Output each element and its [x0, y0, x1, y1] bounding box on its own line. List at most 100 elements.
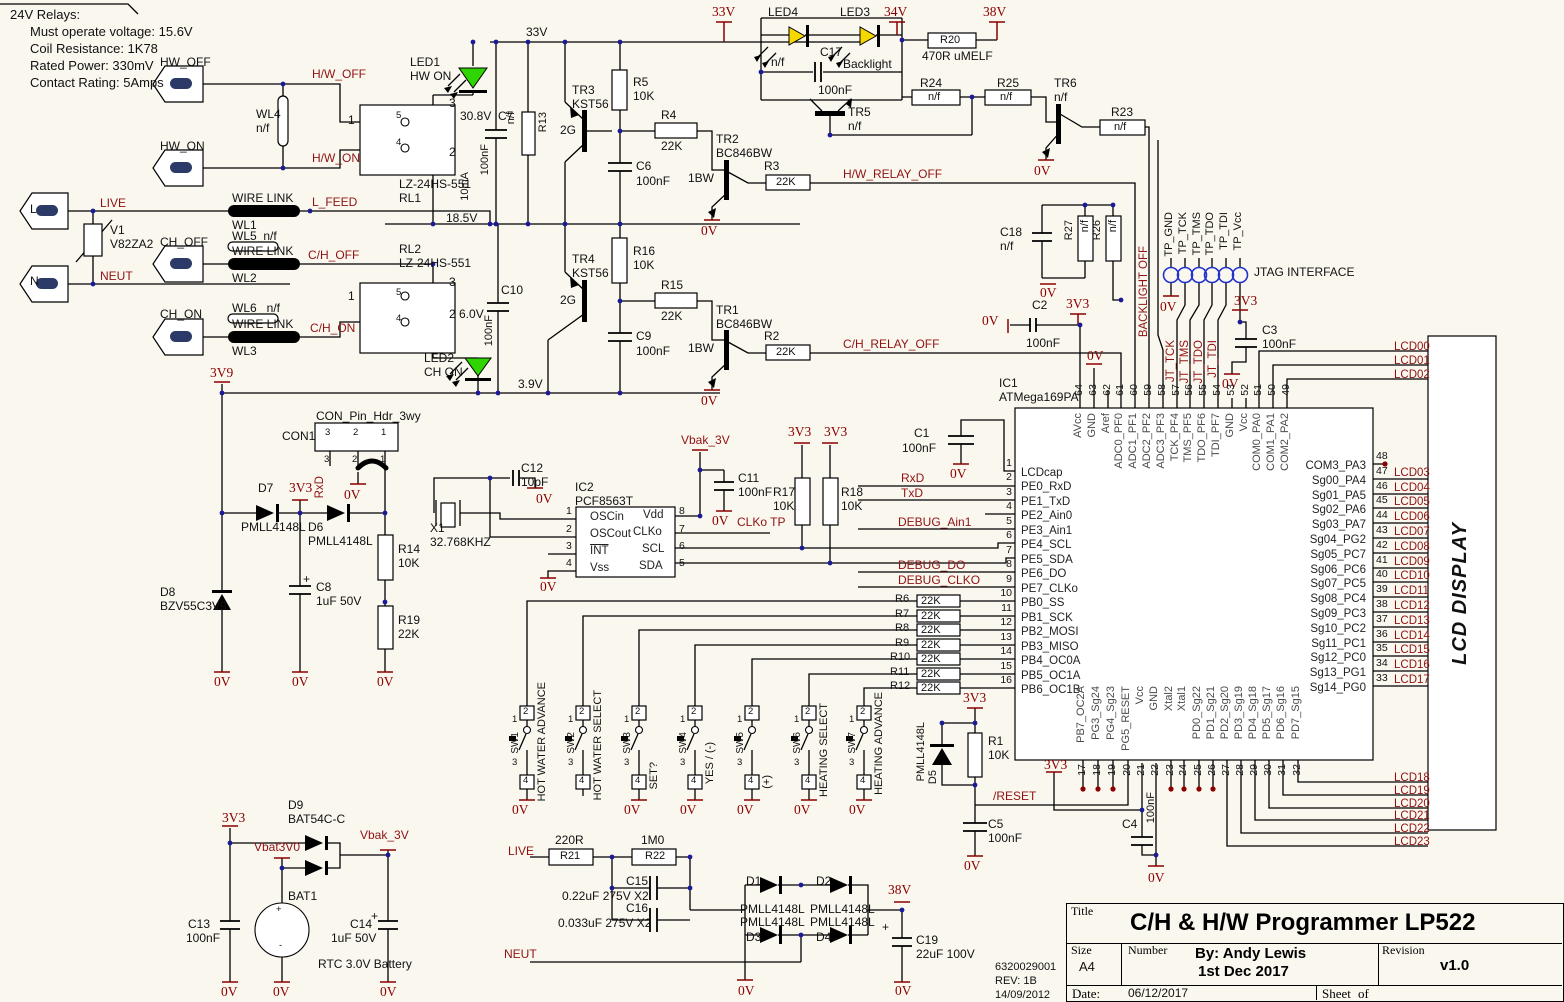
label-c-h-on: C/H_ON: [310, 321, 356, 335]
ic1-pin-number: 21: [1135, 764, 1147, 776]
date-value: 06/12/2017: [1128, 986, 1189, 1000]
ic1-pin-name: PE4_SCL: [1021, 539, 1072, 551]
label-3: 3: [512, 757, 518, 768]
label-0v: 0V: [292, 674, 309, 689]
ic1-pin-number: 17: [1076, 764, 1088, 776]
label-2: 2: [805, 706, 811, 717]
net-label-lcd18: LCD18: [1394, 772, 1430, 784]
junction-dot: [939, 720, 945, 726]
label-2: 2: [860, 706, 866, 717]
label-neut: NEUT: [504, 947, 537, 961]
label-: (+): [761, 775, 773, 789]
label-ch-on: CH ON: [424, 365, 463, 379]
ic1-pin-name: Sg07_PC5: [1310, 578, 1366, 590]
ic1-pin-name: Sg06_PC6: [1310, 564, 1366, 576]
sw6-pin4: [801, 774, 817, 790]
ic1-pin-number: 47: [1376, 465, 1388, 477]
label-3: 3: [849, 757, 855, 768]
note-line: Contact Rating: 5Amps: [30, 75, 164, 90]
junction-dot: [969, 94, 975, 100]
label-2g: 2G: [560, 123, 577, 137]
battery-bat1: [254, 902, 310, 958]
label-0v: 0V: [1034, 163, 1051, 178]
sheet-frame-line: [0, 3, 139, 15]
label-c13: C13: [188, 917, 211, 931]
label-0v: 0V: [214, 674, 231, 689]
resistor-r24: [911, 89, 961, 106]
sw7-pin2: [856, 705, 872, 721]
label-r8: R8: [895, 622, 910, 634]
label-100nf: 100nF: [1145, 792, 1157, 824]
junction-dot: [382, 599, 388, 605]
note-line: 24V Relays:: [10, 7, 81, 22]
ic1-pin-name: Sg03_PA7: [1311, 519, 1366, 531]
junction-dot: [617, 390, 623, 396]
label-2: 2: [691, 706, 697, 717]
label-tr3: TR3: [572, 83, 595, 97]
label-sw5: SW5: [735, 732, 746, 754]
label-100nf: 100nF: [738, 485, 773, 499]
ic1-pin-name: Aref: [1100, 413, 1112, 434]
net-label-lcd03: LCD03: [1394, 467, 1430, 479]
ic1-pin-name: TCK_PF4: [1169, 413, 1181, 462]
resistor-r4: [654, 122, 698, 139]
label-c18: C18: [1000, 225, 1023, 239]
ic1-pin-number: 56: [1183, 384, 1195, 396]
ic1-pin-number: 62: [1101, 384, 1113, 396]
label-5: 5: [396, 287, 402, 298]
label-tp-tdi: TP_TDI: [1218, 212, 1230, 250]
net-label-lcd20: LCD20: [1394, 798, 1430, 810]
junction-dot: [1139, 807, 1145, 813]
ic1-pin-name: PD0_Sg22: [1191, 686, 1203, 740]
label-38v: 38V: [983, 4, 1007, 19]
label-r20: R20: [940, 34, 961, 46]
net-label-lcd14: LCD14: [1394, 630, 1430, 642]
label-0-033uf-275v-x2: 0.033uF 275V X2: [558, 916, 652, 930]
label-100nf: 100nF: [636, 344, 671, 358]
ic1-pin-name: Xtal2: [1163, 686, 1175, 712]
ic1-pin-name: Sg05_PC7: [1310, 549, 1366, 561]
net-label-lcd12: LCD12: [1394, 600, 1430, 612]
label-n-f: n/f: [928, 91, 941, 103]
label-3: 3: [325, 427, 331, 438]
ic1-pin-number: 59: [1142, 384, 1154, 396]
net-label-lcd09: LCD09: [1394, 556, 1430, 568]
ic1-pin-number: 55: [1197, 384, 1209, 396]
label-470r-umelf: 470R uMELF: [922, 49, 993, 63]
resistor-r14: [377, 534, 394, 581]
junction-dot: [827, 560, 833, 566]
ic1-pin-name: PD2_Sg20: [1219, 686, 1231, 740]
label-0v: 0V: [1087, 348, 1104, 363]
resistor-r15: [654, 292, 698, 309]
label-10pf: 10pF: [521, 475, 549, 489]
ic1-pin-name: AVcc: [1072, 413, 1084, 438]
label-22k: 22K: [921, 610, 941, 622]
label-pcf8563t: PCF8563T: [575, 494, 634, 508]
ic1-pin-name: ADC3_PF3: [1155, 413, 1167, 469]
label-rl2: RL2: [399, 242, 422, 256]
label-vbak-3v: Vbak_3V: [360, 828, 409, 842]
label-22k: 22K: [921, 595, 941, 607]
sw1-contact: [522, 725, 532, 735]
ic1-pin-name: PE0_RxD: [1021, 481, 1072, 493]
label-3: 3: [568, 757, 574, 768]
label-d9: D9: [288, 798, 304, 812]
label-1: 1: [348, 289, 355, 303]
label-n-f: n/f: [848, 119, 862, 133]
junction-dot: [1077, 322, 1083, 328]
label-c12: C12: [521, 461, 544, 475]
label-4: 4: [566, 557, 572, 569]
label-live: LIVE: [100, 196, 127, 210]
label-c9: C9: [636, 329, 652, 343]
label-r18: R18: [841, 485, 864, 499]
label-r19: R19: [398, 613, 421, 627]
label-d2: D2: [816, 874, 832, 888]
label-6320029001: 6320029001: [995, 961, 1057, 973]
led3-led4-yellow: [788, 26, 878, 46]
ic1-pin-name: GND: [1148, 686, 1160, 711]
label-vss: Vss: [590, 562, 610, 574]
ic1-pin-number: 20: [1121, 764, 1133, 776]
ic1-pin-number: 35: [1376, 642, 1388, 654]
ic1-pin-number: 46: [1376, 480, 1388, 492]
label-n-f: n/f: [1054, 90, 1068, 104]
